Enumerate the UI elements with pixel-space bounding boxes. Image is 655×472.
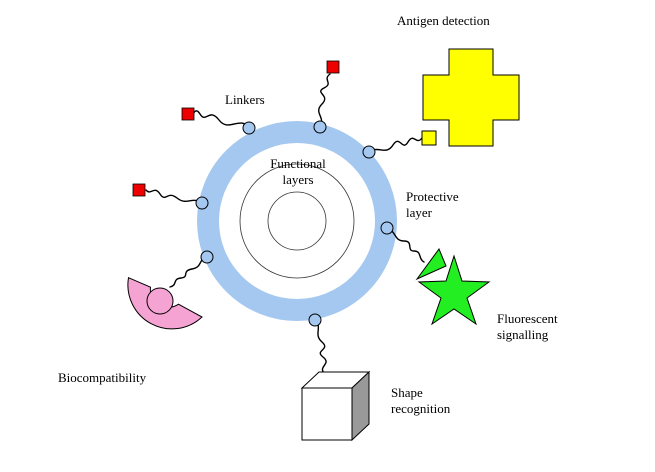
- anchor-dot-1: [242, 121, 256, 135]
- cube-front-face: [301, 387, 353, 441]
- functional-layer-outer: [239, 163, 355, 279]
- anchor-dot-2: [313, 120, 327, 134]
- anchor-dot-5: [200, 250, 214, 264]
- fluorescent-star-icon: [417, 254, 491, 326]
- functional-label-line2: layers: [282, 172, 314, 187]
- shape-recognition-cube-icon: [300, 370, 371, 442]
- anchor-dot-3: [362, 145, 376, 159]
- antigen-binder-square: [421, 130, 437, 146]
- anchor-dot-4: [195, 196, 209, 210]
- anchor-dot-7: [308, 313, 322, 327]
- linker-3: [368, 137, 423, 153]
- linker-6: [386, 227, 425, 263]
- protective-label-line2: layer: [406, 205, 432, 220]
- anchor-dot-6: [380, 221, 394, 235]
- fluorescent-signalling-label: Fluorescent signalling: [497, 311, 558, 343]
- linker-4: [145, 189, 203, 204]
- linker-5: [169, 256, 208, 288]
- linker-7: [314, 319, 327, 374]
- fluorescent-label-line1: Fluorescent: [497, 311, 558, 326]
- antigen-plus-icon: [422, 48, 520, 147]
- shape-label-line1: Shape: [391, 385, 423, 400]
- fluorescent-wedge: [415, 247, 447, 281]
- red-tag-square-3: [132, 183, 146, 197]
- shape-recognition-label: Shape recognition: [391, 385, 450, 417]
- protective-label-line1: Protective: [406, 189, 459, 204]
- biocompatibility-ball-icon: [146, 287, 174, 315]
- red-tag-square-2: [326, 60, 340, 74]
- antigen-detection-label: Antigen detection: [397, 13, 490, 28]
- red-tag-square-1: [181, 107, 195, 121]
- linkers-label: Linkers: [225, 92, 265, 107]
- functional-layers-label: Functional layers: [262, 156, 334, 188]
- biocompatibility-label: Biocompatibility: [58, 370, 147, 385]
- functional-label-line1: Functional: [270, 156, 326, 171]
- linker-2: [318, 73, 331, 128]
- fluorescent-label-line2: signalling: [497, 327, 549, 342]
- shape-label-line2: recognition: [391, 401, 451, 416]
- protective-layer-ring: [197, 121, 397, 321]
- protective-layer-label: Protective layer: [406, 189, 459, 221]
- functional-layer-inner: [267, 191, 327, 251]
- linker-1: [189, 110, 250, 129]
